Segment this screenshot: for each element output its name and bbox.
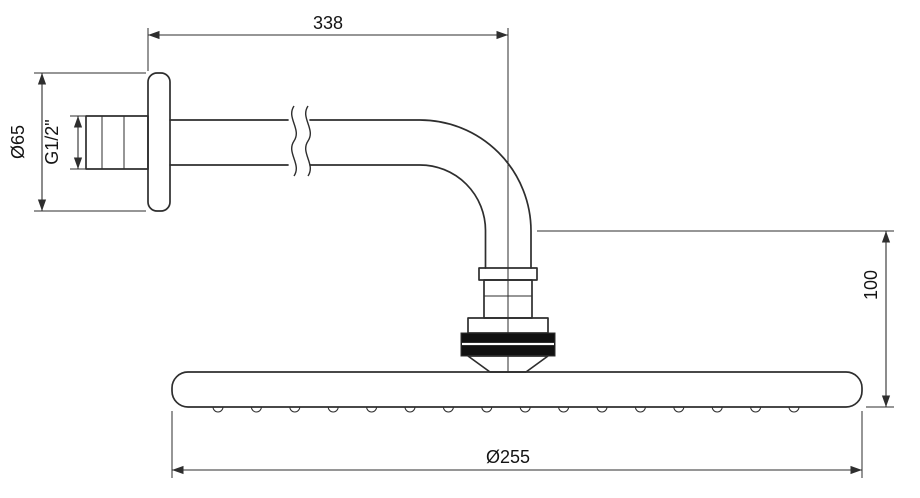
thread-size-label: G1/2" <box>42 119 62 164</box>
dim-thread-size: G1/2" <box>42 115 86 170</box>
shower-head <box>171 371 863 408</box>
nozzle-bump <box>327 406 339 413</box>
dim-head-diameter: Ø255 <box>171 411 863 478</box>
nozzle-bump <box>481 406 493 413</box>
nozzle-bump <box>212 406 224 413</box>
nozzle-bump <box>673 406 685 413</box>
nozzle-bump <box>289 406 301 413</box>
head-diameter-label: Ø255 <box>486 447 530 467</box>
nozzles <box>212 406 800 413</box>
nozzle-bump <box>596 406 608 413</box>
pipe-break-symbol <box>291 105 311 177</box>
dim-flange-diameter: Ø65 <box>8 72 146 212</box>
nozzle-bump <box>250 406 262 413</box>
wall-flange <box>147 72 171 212</box>
nozzle-bump <box>711 406 723 413</box>
thread-nipple <box>85 115 149 170</box>
nozzle-bump <box>750 406 762 413</box>
nozzle-bump <box>558 406 570 413</box>
nozzle-bump <box>788 406 800 413</box>
nozzle-bump <box>404 406 416 413</box>
nozzle-bump <box>519 406 531 413</box>
nozzle-bump <box>366 406 378 413</box>
dim-head-height: 100 <box>537 230 894 408</box>
head-height-label: 100 <box>861 270 881 300</box>
arm-length-label: 338 <box>313 13 343 33</box>
ball-joint-band <box>460 332 556 373</box>
nozzle-bump <box>634 406 646 413</box>
flange-diameter-label: Ø65 <box>8 125 28 159</box>
nozzle-bump <box>442 406 454 413</box>
shower-arm-pipe <box>169 119 532 269</box>
dim-arm-length: 338 <box>147 13 508 71</box>
